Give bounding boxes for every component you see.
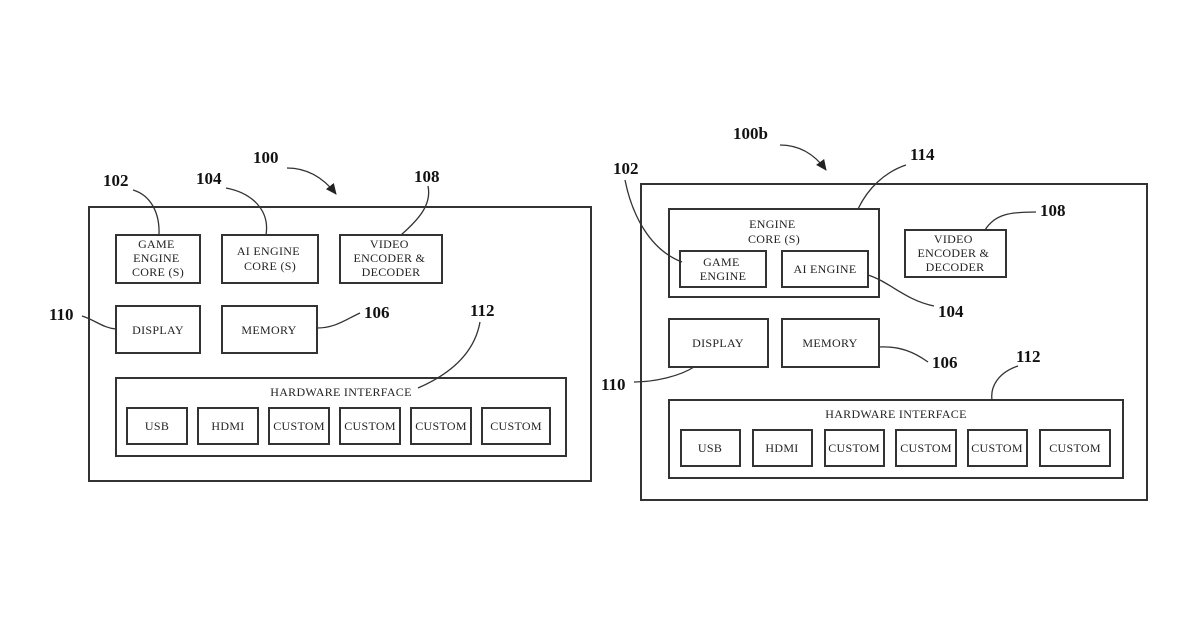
hardware-interface-title: HARDWARE INTERFACE [270,385,412,399]
ref-label-100: 100 [253,148,279,167]
ref-label-106: 106 [364,303,390,322]
ref-arrow-100b [780,145,826,170]
port-label: USB [698,441,722,455]
ref-label-110: 110 [601,375,626,394]
game-engine-core-label: GAME ENGINE CORE (S) [132,237,184,279]
leader-108 [401,186,429,235]
ref-label-102: 102 [103,171,129,190]
game-engine-label: GAME ENGINE [700,255,746,283]
port-label: CUSTOM [344,419,396,433]
leader-106 [879,347,928,362]
ref-label-104: 104 [196,169,222,188]
memory-label: MEMORY [802,336,857,350]
ref-label-108: 108 [1040,201,1066,220]
memory-label: MEMORY [241,323,296,337]
leader-114 [858,165,906,209]
port-label: CUSTOM [273,419,325,433]
ref-label-112: 112 [1016,347,1041,366]
port-label: HDMI [765,441,798,455]
leader-102 [133,190,159,235]
hardware-interface-title: HARDWARE INTERFACE [825,407,967,421]
ref-label-108: 108 [414,167,440,186]
leader-106 [317,313,360,328]
port-label: CUSTOM [490,419,542,433]
leader-108 [985,212,1036,230]
port-label: USB [145,419,169,433]
display-label: DISPLAY [132,323,184,337]
figure-100: 100 GAME ENGINE CORE (S) 102 AI ENGINE C… [49,148,591,481]
leader-104 [226,188,267,235]
ref-label-110: 110 [49,305,74,324]
ref-label-104: 104 [938,302,964,321]
ref-arrow-100 [287,168,336,194]
display-label: DISPLAY [692,336,744,350]
ref-label-114: 114 [910,145,935,164]
port-label: CUSTOM [415,419,467,433]
ref-label-100b: 100b [733,124,768,143]
port-label: CUSTOM [900,441,952,455]
leader-110 [634,367,694,382]
leader-110 [82,316,116,329]
port-label: HDMI [211,419,244,433]
engine-core-label: ENGINE CORE (S) [748,217,800,246]
port-label: CUSTOM [1049,441,1101,455]
ai-engine-label: AI ENGINE [793,262,856,276]
ref-label-102: 102 [613,159,639,178]
ref-label-112: 112 [470,301,495,320]
leader-112 [992,366,1018,400]
ai-engine-core-label: AI ENGINE CORE (S) [237,244,303,273]
figure-100b: 100b ENGINE CORE (S) 114 GAME ENGINE 102… [601,124,1147,500]
ref-label-106: 106 [932,353,958,372]
port-label: CUSTOM [828,441,880,455]
port-label: CUSTOM [971,441,1023,455]
